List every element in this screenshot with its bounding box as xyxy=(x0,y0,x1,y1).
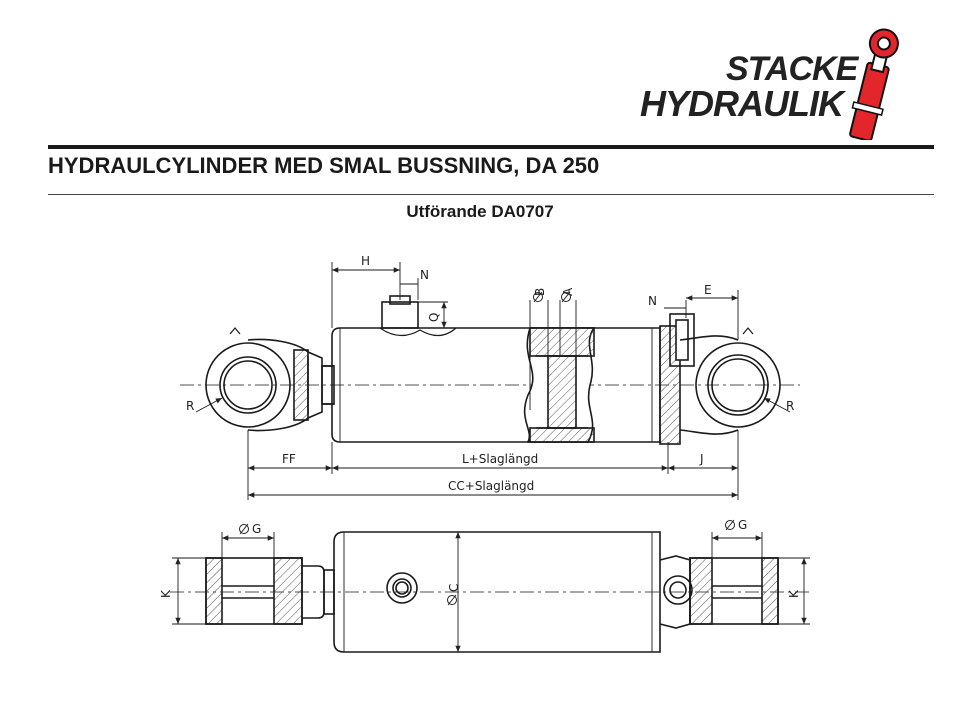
dim-label-g-left: G xyxy=(252,522,261,536)
right-base-eye xyxy=(659,313,781,445)
diameter-symbol-g-right xyxy=(725,520,735,530)
dim-label-b: B xyxy=(533,288,547,296)
page-subtitle: Utförande DA0707 xyxy=(406,202,554,221)
diameter-symbols xyxy=(239,291,735,606)
logo-text-hydraulik: HYDRAULIK xyxy=(640,83,844,124)
dim-label-r-left: R xyxy=(186,399,194,413)
dim-label-j: J xyxy=(699,452,704,466)
dim-label-r-right: R xyxy=(786,399,794,413)
dim-label-q: Q xyxy=(427,313,441,322)
header-rule xyxy=(48,145,934,149)
dim-label-c: C xyxy=(447,584,461,592)
diameter-symbol-c xyxy=(447,595,457,605)
cylinder-barrel xyxy=(331,295,661,443)
dim-label-k-right: K xyxy=(787,589,801,598)
title-rule xyxy=(48,194,934,195)
left-bushing xyxy=(205,557,335,625)
diameter-symbol-b xyxy=(533,292,543,302)
dim-label-h: H xyxy=(361,254,370,268)
hydraulic-cylinder-icon xyxy=(849,28,899,142)
dim-label-ff: FF xyxy=(282,452,296,466)
dim-label-g-right: G xyxy=(738,518,747,532)
side-view xyxy=(180,262,800,500)
page-title: HYDRAULCYLINDER MED SMAL BUSSNING, DA 25… xyxy=(48,153,600,178)
dim-label-l: L+Slaglängd xyxy=(462,452,538,466)
top-cylinder-barrel xyxy=(333,531,661,653)
top-view xyxy=(170,531,810,653)
company-logo xyxy=(636,12,936,142)
dim-label-k-left: K xyxy=(159,589,173,598)
dim-label-a: A xyxy=(561,287,575,296)
left-rod-eye xyxy=(205,327,335,432)
diameter-symbol-a xyxy=(561,292,571,302)
logo-text-stacke: STACKE xyxy=(726,50,858,88)
diameter-symbol-g-left xyxy=(239,524,249,534)
dim-label-n-left: N xyxy=(420,268,429,282)
dim-label-e: E xyxy=(704,283,712,297)
dim-label-cc: CC+Slaglängd xyxy=(448,479,534,493)
right-bushing xyxy=(659,555,779,629)
dim-label-n-right: N xyxy=(648,294,657,308)
